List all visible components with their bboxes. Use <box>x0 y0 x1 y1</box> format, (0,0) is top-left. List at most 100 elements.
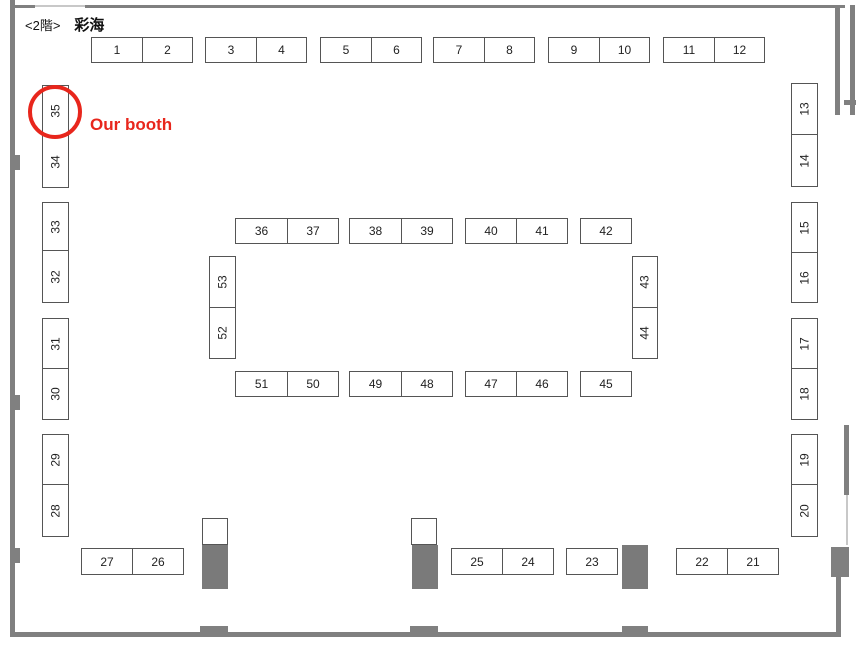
booth-number: 17 <box>797 336 812 351</box>
booth-number: 13 <box>797 102 812 116</box>
booth-43[interactable]: 43 <box>632 256 658 308</box>
booth-37[interactable]: 37 <box>287 218 339 244</box>
booth-number: 23 <box>585 554 599 569</box>
booth-number: 29 <box>48 452 63 467</box>
booth-22[interactable]: 22 <box>676 548 728 575</box>
window-right <box>846 495 848 545</box>
booth-number: 18 <box>797 387 812 401</box>
booth-23[interactable]: 23 <box>566 548 618 575</box>
booth-39[interactable]: 39 <box>401 218 453 244</box>
highlight-circle <box>28 85 82 139</box>
booth-53[interactable]: 53 <box>209 256 236 308</box>
booth-47[interactable]: 47 <box>465 371 517 397</box>
our-booth-label: Our booth <box>90 115 173 134</box>
wall-column <box>831 547 849 577</box>
booth-number: 44 <box>637 326 652 340</box>
booth-14[interactable]: 14 <box>791 134 818 187</box>
booth-number: 32 <box>48 269 63 284</box>
booth-number: 37 <box>306 224 320 238</box>
booth-number: 31 <box>48 336 63 351</box>
booth-29[interactable]: 29 <box>42 434 69 485</box>
booth-number: 11 <box>682 43 696 57</box>
booth-25[interactable]: 25 <box>451 548 503 575</box>
small-box <box>411 518 437 545</box>
booth-24[interactable]: 24 <box>502 548 554 575</box>
wall-column <box>12 548 20 563</box>
booth-52[interactable]: 52 <box>209 307 236 359</box>
wall-column <box>12 155 20 170</box>
booth-5[interactable]: 5 <box>320 37 372 63</box>
booth-50[interactable]: 50 <box>287 371 339 397</box>
booth-number: 28 <box>48 503 63 518</box>
booth-number: 50 <box>306 377 320 391</box>
booth-1[interactable]: 1 <box>91 37 143 63</box>
booth-4[interactable]: 4 <box>256 37 307 63</box>
booth-51[interactable]: 51 <box>235 371 288 397</box>
pillar <box>412 545 438 589</box>
booth-number: 40 <box>484 224 498 238</box>
wall-right <box>850 5 855 115</box>
booth-number: 41 <box>535 224 549 238</box>
booth-44[interactable]: 44 <box>632 307 658 359</box>
wall-right <box>836 577 841 637</box>
booth-49[interactable]: 49 <box>349 371 402 397</box>
booth-17[interactable]: 17 <box>791 318 818 369</box>
booth-3[interactable]: 3 <box>205 37 257 63</box>
booth-30[interactable]: 30 <box>42 368 69 420</box>
floor-title: <2階> 彩海 <box>25 14 104 35</box>
wall-left <box>10 0 15 637</box>
booth-number: 22 <box>695 554 709 569</box>
booth-38[interactable]: 38 <box>349 218 402 244</box>
booth-number: 30 <box>48 387 63 401</box>
booth-number: 1 <box>113 43 121 57</box>
window-top <box>35 5 85 7</box>
wall-top <box>15 5 35 8</box>
wall-right <box>844 425 849 495</box>
booth-42[interactable]: 42 <box>580 218 632 244</box>
booth-number: 3 <box>227 43 235 57</box>
booth-36[interactable]: 36 <box>235 218 288 244</box>
booth-7[interactable]: 7 <box>433 37 485 63</box>
booth-10[interactable]: 10 <box>599 37 650 63</box>
booth-32[interactable]: 32 <box>42 250 69 303</box>
booth-48[interactable]: 48 <box>401 371 453 397</box>
booth-number: 47 <box>484 377 498 391</box>
booth-11[interactable]: 11 <box>663 37 715 63</box>
booth-34[interactable]: 34 <box>42 135 69 188</box>
booth-33[interactable]: 33 <box>42 202 69 251</box>
booth-number: 42 <box>599 224 613 238</box>
booth-46[interactable]: 46 <box>516 371 568 397</box>
booth-number: 14 <box>797 153 812 168</box>
booth-40[interactable]: 40 <box>465 218 517 244</box>
booth-6[interactable]: 6 <box>371 37 422 63</box>
booth-21[interactable]: 21 <box>727 548 779 575</box>
booth-number: 25 <box>470 554 484 569</box>
booth-number: 39 <box>420 224 434 238</box>
pillar <box>622 545 648 589</box>
booth-2[interactable]: 2 <box>142 37 193 63</box>
booth-31[interactable]: 31 <box>42 318 69 369</box>
booth-8[interactable]: 8 <box>484 37 535 63</box>
booth-number: 10 <box>617 43 632 57</box>
booth-26[interactable]: 26 <box>132 548 184 575</box>
booth-number: 38 <box>368 224 383 238</box>
pillar <box>202 545 228 589</box>
booth-16[interactable]: 16 <box>791 252 818 303</box>
booth-28[interactable]: 28 <box>42 484 69 537</box>
booth-15[interactable]: 15 <box>791 202 818 253</box>
booth-9[interactable]: 9 <box>548 37 600 63</box>
wall-column <box>12 395 20 410</box>
booth-13[interactable]: 13 <box>791 83 818 135</box>
booth-number: 5 <box>342 43 350 57</box>
room-name: 彩海 <box>74 17 105 34</box>
booth-12[interactable]: 12 <box>714 37 765 63</box>
booth-number: 52 <box>215 326 230 340</box>
booth-27[interactable]: 27 <box>81 548 133 575</box>
booth-18[interactable]: 18 <box>791 368 818 420</box>
booth-45[interactable]: 45 <box>580 371 632 397</box>
booth-41[interactable]: 41 <box>516 218 568 244</box>
booth-number: 51 <box>254 377 269 391</box>
booth-20[interactable]: 20 <box>791 484 818 537</box>
booth-19[interactable]: 19 <box>791 434 818 485</box>
booth-number: 19 <box>797 452 812 467</box>
